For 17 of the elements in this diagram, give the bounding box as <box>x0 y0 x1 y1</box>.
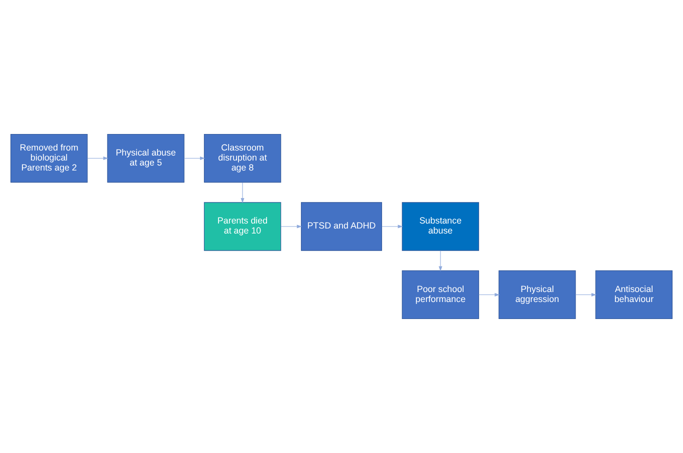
arrow <box>382 224 403 228</box>
node-box: Substance abuse <box>402 202 480 251</box>
node-box: Parents died at age 10 <box>204 202 282 251</box>
arrow <box>280 224 302 228</box>
node-box: Classroom disruption at age 8 <box>204 134 282 183</box>
node-box: Antisocial behaviour <box>595 270 673 320</box>
node-box: Removed from biological Parents age 2 <box>10 134 88 183</box>
arrow <box>575 292 596 296</box>
node-box: Poor school performance <box>402 270 480 320</box>
node-box: Physical aggression <box>498 270 576 320</box>
node-box: PTSD and ADHD <box>300 202 382 251</box>
node-box: Physical abuse at age 5 <box>107 134 184 183</box>
arrow <box>478 292 500 296</box>
arrow <box>240 182 244 204</box>
arrow <box>438 250 442 272</box>
arrow <box>184 156 206 160</box>
arrow <box>87 156 108 160</box>
